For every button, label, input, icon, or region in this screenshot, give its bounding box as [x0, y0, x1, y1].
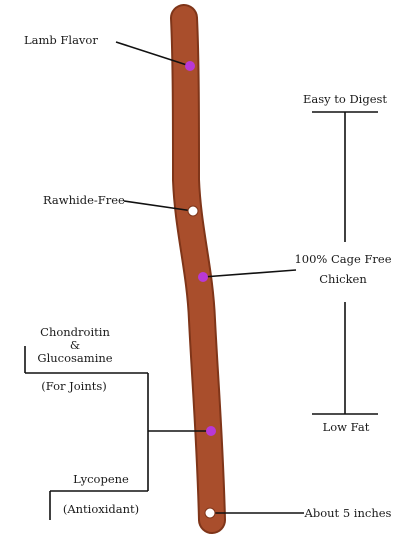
rawhide-free-label: Rawhide-Free [43, 193, 125, 207]
easy-to-digest-label: Easy to Digest [302, 92, 388, 106]
rawhide-free-marker [187, 205, 199, 217]
chondroitin-label: Chondroitin [40, 325, 110, 339]
ampersand-label: & [69, 338, 81, 352]
low-fat-label: Low Fat [322, 420, 370, 434]
cage-free-leader-line [202, 269, 297, 278]
cage-free-label-line2: Chicken [319, 272, 367, 286]
lycopene-chondroitin-marker [206, 426, 216, 436]
cage-free-chicken-marker [198, 272, 208, 282]
lamb-flavor-label: Lamb Flavor [24, 33, 98, 47]
lamb-leader-line [115, 41, 191, 67]
treat-stick [172, 6, 224, 532]
cage-free-label-line1: 100% Cage Free [294, 252, 392, 266]
about-5-inches-marker [204, 507, 216, 519]
rawhide-leader-line [123, 200, 194, 212]
antioxidant-label: (Antioxidant) [62, 502, 140, 516]
lycopene-label: Lycopene [73, 472, 129, 486]
leader-lines [24, 41, 378, 520]
glucosamine-label: Glucosamine [37, 351, 113, 365]
for-joints-label: (For Joints) [41, 379, 107, 393]
lamb-flavor-marker [185, 61, 195, 71]
about-5-inches-label: About 5 inches [304, 506, 392, 520]
markers [185, 61, 216, 519]
